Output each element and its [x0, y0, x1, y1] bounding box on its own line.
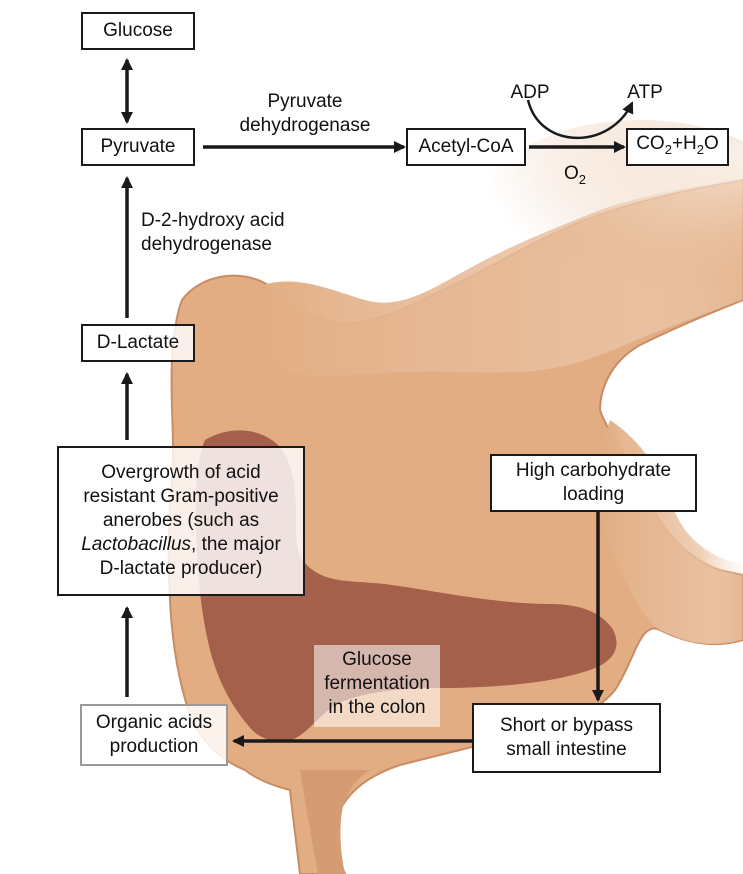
d2-hydroxy-line2: dehydrogenase [141, 234, 272, 255]
pyruvate-dehydrogenase-line1: Pyruvate [267, 91, 343, 112]
overgrowth-line3: anerobes (such as [102, 510, 260, 531]
d-lactate-box: D-Lactate [81, 324, 195, 362]
short-bypass-line1: Short or bypass [499, 715, 634, 736]
acetyl-coa-box: Acetyl-CoA [406, 128, 526, 166]
d-lactate-label: D-Lactate [96, 332, 180, 353]
colon-lumen [196, 430, 617, 742]
overgrowth-line1: Overgrowth of acid [101, 462, 261, 483]
acetyl-coa-label: Acetyl-CoA [418, 136, 514, 157]
short-bypass-box: Short or bypass small intestine [472, 703, 661, 773]
glucose-fermentation-label: Glucose fermentation in the colon [312, 648, 442, 720]
adp-label: ADP [510, 82, 550, 103]
overgrowth-line2: resistant Gram-positive [83, 486, 279, 507]
co2-h2o-label: CO2+H2O [636, 133, 719, 157]
glucose-label: Glucose [103, 20, 173, 41]
arrows [121, 58, 634, 747]
co2-h2o-box: CO2+H2O [626, 128, 729, 166]
glucose-fermentation-line1: Glucose [342, 649, 412, 670]
glucose-box: Glucose [81, 12, 195, 50]
arrow-adp-atp [526, 99, 634, 140]
pyruvate-label: Pyruvate [100, 136, 176, 157]
pyruvate-dehydrogenase-label: Pyruvate dehydrogenase [210, 90, 400, 138]
organic-acids-line2: production [109, 736, 199, 757]
high-carb-line2: loading [562, 484, 625, 505]
high-carb-box: High carbohydrate loading [490, 454, 697, 512]
overgrowth-box: Overgrowth of acid resistant Gram-positi… [57, 446, 305, 596]
fermentation-backdrop [314, 645, 440, 727]
high-carb-line1: High carbohydrate [515, 460, 672, 481]
short-bypass-line2: small intestine [506, 739, 627, 760]
overgrowth-line5: D-lactate producer) [99, 558, 263, 579]
glucose-fermentation-line2: fermentation [324, 673, 430, 694]
atp-label: ATP [627, 82, 663, 103]
organic-acids-line1: Organic acids [95, 712, 213, 733]
glucose-fermentation-line3: in the colon [328, 697, 426, 718]
overgrowth-line4: Lactobacillus, the major [81, 534, 281, 555]
pyruvate-dehydrogenase-line2: dehydrogenase [239, 115, 371, 136]
o2-label: O2 [563, 163, 586, 187]
pyruvate-box: Pyruvate [81, 128, 195, 166]
d2-hydroxy-line1: D-2-hydroxy acid [141, 210, 285, 231]
organic-acids-box: Organic acids production [80, 704, 228, 766]
d2-hydroxy-label: D-2-hydroxy acid dehydrogenase [141, 209, 331, 257]
colon-tail [300, 770, 370, 874]
